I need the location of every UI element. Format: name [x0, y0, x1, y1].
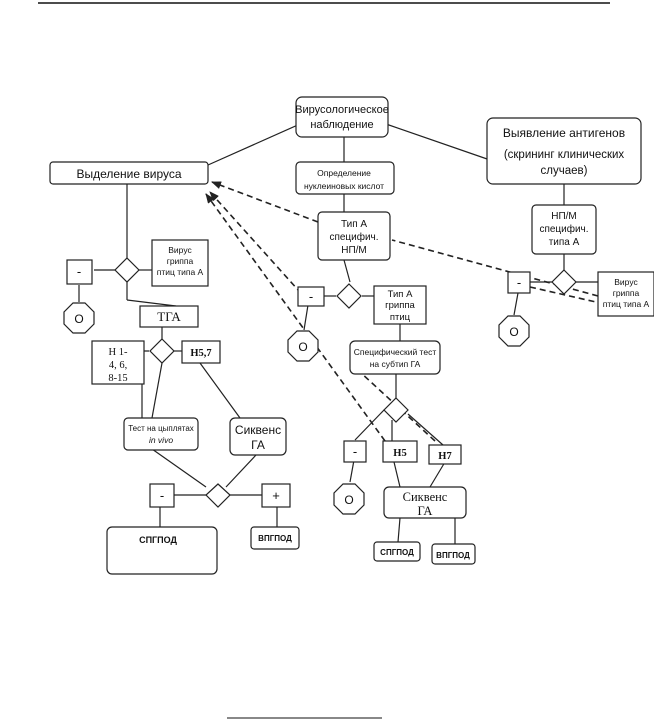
- svg-text:ГА: ГА: [251, 438, 265, 452]
- svg-text:Н5: Н5: [393, 448, 406, 459]
- svg-text:Тип А: Тип А: [388, 289, 413, 300]
- sequence-ga-left-node: Сиквенс ГА: [229, 417, 287, 456]
- minus-box-mid-2: -: [343, 440, 367, 463]
- minus-box-right: -: [507, 271, 531, 294]
- svg-text:Вирусологическое: Вирусологическое: [295, 104, 389, 116]
- svg-text:-: -: [77, 264, 81, 279]
- svg-text:Н 1-: Н 1-: [109, 347, 128, 358]
- specific-test-node: Специфический тест на субтип ГА: [349, 340, 441, 375]
- svg-text:случаев): случаев): [541, 165, 588, 177]
- svg-text:-: -: [160, 488, 164, 503]
- octagon-mid-2: О: [333, 483, 365, 515]
- tga-node: ТГА: [139, 305, 199, 328]
- svg-text:-: -: [309, 289, 313, 304]
- svg-text:Тест на цыплятах: Тест на цыплятах: [128, 424, 194, 433]
- svg-text:наблюдение: наблюдение: [310, 119, 373, 131]
- svg-text:гриппа: гриппа: [167, 256, 194, 266]
- octagon-left-1: О: [63, 302, 95, 334]
- plus-box-left: +: [261, 483, 291, 508]
- svg-text:Определение: Определение: [317, 168, 371, 178]
- avian-virus-right-node: Вирус гриппа птиц типа А: [597, 271, 654, 317]
- h7-node: Н7: [428, 444, 462, 465]
- svg-text:Н7: Н7: [438, 451, 451, 462]
- svg-text:СПГПОД: СПГПОД: [380, 548, 414, 557]
- svg-text:+: +: [272, 488, 280, 503]
- vpgpod-left-node: ВПГПОД: [250, 526, 300, 550]
- svg-text:Н5,7: Н5,7: [190, 348, 211, 359]
- svg-text:-: -: [353, 444, 357, 459]
- svg-text:О: О: [344, 493, 353, 507]
- chicken-test-node: Тест на цыплятах in vivo: [123, 417, 199, 451]
- diamond-left-2: [149, 338, 175, 364]
- svg-text:4, 6,: 4, 6,: [109, 360, 127, 371]
- h57-node: Н5,7: [181, 340, 221, 364]
- type-a-specific-left-node: Тип А специфич. НП/М: [317, 211, 391, 261]
- svg-text:Вирус: Вирус: [168, 245, 192, 255]
- svg-text:О: О: [298, 340, 307, 354]
- svg-text:Выделение вируса: Выделение вируса: [76, 167, 181, 181]
- svg-text:НП/М: НП/М: [341, 245, 367, 256]
- spgpod-left-node: СПГПОД: [106, 526, 218, 575]
- avian-virus-left-node: Вирус гриппа птиц типа А: [151, 239, 209, 287]
- type-a-avian-node: Тип А гриппа птиц: [373, 285, 427, 325]
- svg-text:СПГПОД: СПГПОД: [139, 535, 177, 545]
- svg-text:ВПГПОД: ВПГПОД: [436, 551, 470, 560]
- nucleic-acid-node: Определение нуклеиновых кислот: [295, 161, 395, 195]
- antigen-detection-node: Выявление антигенов (скрининг клинически…: [486, 117, 642, 185]
- svg-text:типа А: типа А: [549, 237, 580, 248]
- octagon-mid-1: О: [287, 330, 319, 362]
- svg-text:на субтип ГА: на субтип ГА: [370, 359, 421, 369]
- diamond-mid-1: [336, 283, 362, 309]
- svg-text:специфич.: специфич.: [329, 231, 378, 243]
- svg-text:птиц: птиц: [390, 312, 411, 323]
- svg-text:(скрининг клинических: (скрининг клинических: [504, 149, 625, 161]
- minus-box-left-2: -: [149, 483, 175, 508]
- svg-text:Специфический тест: Специфический тест: [354, 347, 437, 357]
- octagon-right: О: [498, 315, 530, 347]
- svg-text:ВПГПОД: ВПГПОД: [258, 534, 292, 543]
- minus-box-left-1: -: [66, 259, 93, 285]
- diamond-right-1: [551, 269, 577, 295]
- svg-text:О: О: [509, 325, 518, 339]
- svg-text:Сиквенс: Сиквенс: [403, 490, 448, 504]
- svg-text:гриппа: гриппа: [385, 300, 415, 311]
- sequence-ga-mid-node: Сиквенс ГА: [383, 486, 467, 519]
- svg-text:гриппа: гриппа: [613, 288, 640, 298]
- type-a-specific-right-node: НП/М специфич. типа А: [531, 204, 597, 255]
- svg-text:Выявление антигенов: Выявление антигенов: [503, 126, 625, 140]
- svg-text:нуклеиновых кислот: нуклеиновых кислот: [304, 181, 384, 191]
- svg-text:ТГА: ТГА: [157, 309, 181, 324]
- svg-text:Вирус: Вирус: [614, 277, 638, 287]
- svg-text:НП/М: НП/М: [551, 211, 577, 222]
- svg-text:ГА: ГА: [418, 504, 433, 518]
- svg-text:8-15: 8-15: [108, 373, 127, 384]
- svg-text:птиц типа А: птиц типа А: [603, 299, 650, 309]
- virus-isolation-node: Выделение вируса: [49, 161, 209, 185]
- vpgpod-mid-node: ВПГПОД: [431, 543, 476, 565]
- svg-text:Тип А: Тип А: [341, 219, 367, 230]
- h5-node: Н5: [382, 440, 418, 463]
- svg-text:Сиквенс: Сиквенс: [235, 423, 281, 437]
- h-subtypes-node: Н 1- 4, 6, 8-15: [91, 340, 145, 385]
- svg-text:in vivo: in vivo: [149, 435, 173, 445]
- svg-text:-: -: [517, 275, 521, 290]
- diamond-left-3: [205, 483, 231, 508]
- root-node: Вирусологическое наблюдение: [295, 96, 389, 138]
- diamond-left-1: [114, 257, 140, 283]
- minus-box-mid-1: -: [297, 286, 325, 307]
- diamond-mid-2: [383, 397, 409, 423]
- svg-text:специфич.: специфич.: [539, 223, 588, 235]
- svg-text:птиц типа А: птиц типа А: [157, 267, 204, 277]
- svg-text:О: О: [74, 312, 83, 326]
- spgpod-mid-node: СПГПОД: [373, 541, 421, 562]
